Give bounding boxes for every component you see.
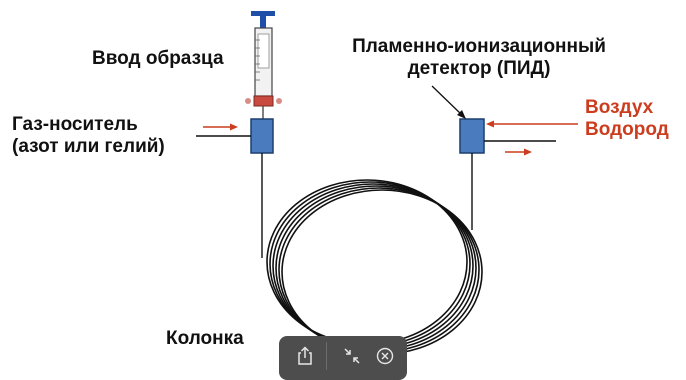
carrier-gas-label-line1: Газ-носитель	[12, 114, 138, 135]
detector-gases-label: Воздух Водород	[585, 97, 669, 141]
gas-out-arrow	[505, 148, 532, 156]
toolbar-divider	[326, 342, 327, 370]
detector-pointer	[431, 85, 466, 119]
floating-toolbar	[279, 336, 407, 380]
exit-fullscreen-button[interactable]	[340, 344, 364, 368]
injector-block	[250, 118, 274, 154]
carrier-gas-label-line2: (азот или гелий)	[12, 136, 165, 157]
gas-in-arrow	[486, 120, 578, 128]
detector-label-line2: детектор (ПИД)	[407, 58, 551, 79]
close-button[interactable]	[373, 344, 397, 368]
detector-label-line1: Пламенно-ионизационный	[352, 36, 606, 57]
gas-hydrogen-label: Водород	[585, 119, 669, 140]
close-circle-icon	[376, 347, 394, 365]
gas-air-label: Воздух	[585, 97, 654, 118]
column-coil	[266, 179, 483, 355]
carrier-gas-arrow	[203, 123, 238, 131]
detector-label: Пламенно-ионизационный детектор (ПИД)	[318, 36, 640, 80]
shrink-arrows-icon	[344, 348, 360, 364]
detector-block	[459, 118, 485, 154]
share-button[interactable]	[293, 344, 317, 368]
carrier-gas-label: Газ-носитель (азот или гелий)	[12, 114, 165, 158]
column-label: Колонка	[166, 328, 244, 349]
share-icon	[298, 346, 312, 365]
sample-inlet-label: Ввод образца	[92, 48, 224, 69]
syringe	[245, 11, 282, 120]
